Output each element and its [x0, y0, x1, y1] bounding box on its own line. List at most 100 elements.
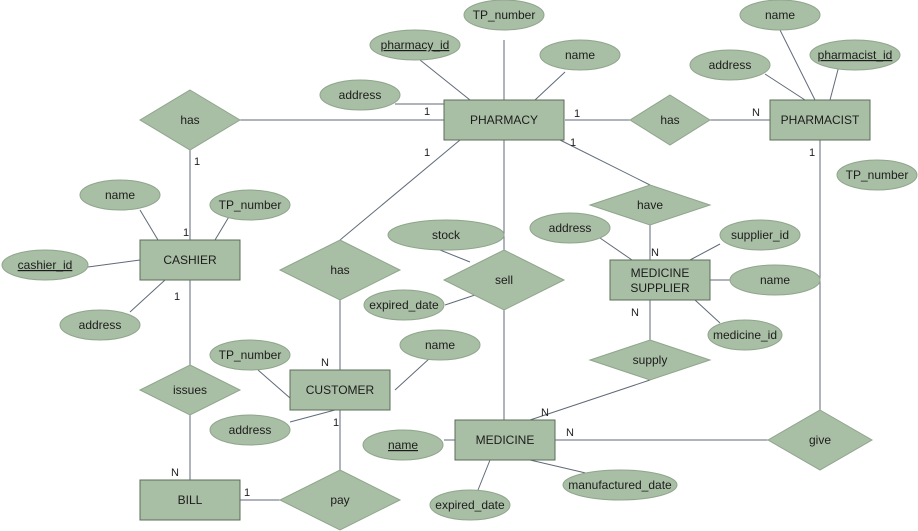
entity-cashier: CASHIER [139, 239, 241, 281]
svg-text:address: address [339, 88, 382, 102]
entity-bill: BILL [139, 479, 241, 521]
svg-text:1: 1 [424, 106, 430, 118]
svg-text:has: has [660, 113, 679, 127]
svg-text:supply: supply [633, 353, 668, 367]
svg-text:1: 1 [194, 156, 200, 168]
svg-text:address: address [229, 423, 272, 437]
svg-text:stock: stock [432, 228, 461, 242]
attribute-pharmacist-tp-number: TP_number [836, 159, 918, 191]
attribute-supplier-address: address [529, 212, 611, 244]
svg-text:TP_number: TP_number [219, 348, 282, 362]
svg-text:address: address [549, 221, 592, 235]
attribute-cashier-name: name [79, 179, 161, 211]
attribute-pharmacy-address: address [319, 79, 401, 111]
svg-text:supplier_id: supplier_id [731, 228, 789, 242]
svg-text:has: has [180, 113, 199, 127]
attribute-customer-address: address [209, 414, 291, 446]
svg-text:expired_date: expired_date [435, 498, 505, 512]
attribute-medicine-expired-date: expired_date [429, 489, 511, 521]
attribute-customer-name: name [399, 329, 481, 361]
attribute-supplier-id: supplier_id [719, 219, 801, 251]
svg-text:sell: sell [495, 273, 513, 287]
svg-text:N: N [321, 357, 329, 369]
attribute-pharmacy-id: pharmacy_id [369, 29, 461, 61]
svg-text:name: name [425, 338, 455, 352]
svg-text:BILL: BILL [178, 493, 203, 507]
svg-text:CUSTOMER: CUSTOMER [306, 383, 375, 397]
relationship-has-pharmacist: has [629, 94, 711, 146]
relationship-pay: pay [278, 469, 402, 531]
relationship-issues: issues [138, 364, 242, 416]
attribute-pharmacy-name: name [539, 39, 621, 71]
svg-text:name: name [388, 438, 418, 452]
attribute-cashier-address: address [59, 309, 141, 341]
entity-medicine: MEDICINE [454, 419, 556, 461]
entity-medicine-supplier: MEDICINE SUPPLIER [609, 259, 711, 301]
svg-text:1: 1 [183, 227, 189, 239]
svg-text:name: name [760, 273, 790, 287]
attribute-sell-stock: stock [387, 219, 505, 251]
svg-text:1: 1 [244, 487, 250, 499]
svg-text:address: address [709, 58, 752, 72]
attribute-pharmacist-id: pharmacist_id [809, 39, 901, 71]
relationship-supply: supply [588, 339, 712, 381]
svg-text:PHARMACY: PHARMACY [470, 113, 538, 127]
relationship-have: have [588, 184, 712, 226]
svg-text:cashier_id: cashier_id [18, 258, 73, 272]
relationship-sell: sell [442, 249, 566, 311]
entity-pharmacy: PHARMACY [443, 99, 565, 141]
svg-text:1: 1 [574, 108, 580, 120]
attribute-medicine-manufactured-date: manufactured_date [562, 469, 678, 501]
svg-text:expired_date: expired_date [369, 298, 439, 312]
svg-text:1: 1 [333, 417, 339, 429]
relationship-has-cashier: has [139, 89, 241, 151]
svg-text:name: name [565, 48, 595, 62]
svg-text:PHARMACIST: PHARMACIST [781, 113, 860, 127]
relationship-give: give [766, 409, 874, 471]
cardinality-labels: 1 1 1 1 N 1 1 1 N N 1 N 1 N 1 N N [171, 106, 815, 499]
svg-text:N: N [171, 467, 179, 479]
svg-text:N: N [631, 307, 639, 319]
svg-text:MEDICINE: MEDICINE [631, 266, 690, 280]
svg-text:TP_number: TP_number [846, 168, 909, 182]
svg-text:1: 1 [174, 291, 180, 303]
attribute-sell-expired-date: expired_date [363, 289, 445, 321]
svg-text:have: have [637, 198, 663, 212]
svg-text:N: N [752, 107, 760, 119]
attribute-supplier-name: name [729, 264, 821, 296]
svg-text:has: has [330, 263, 349, 277]
attribute-pharmacist-name: name [739, 0, 821, 31]
svg-text:name: name [765, 8, 795, 22]
attribute-customer-tp-number: TP_number [209, 339, 291, 371]
relationship-has-customer: has [278, 239, 402, 301]
svg-text:CASHIER: CASHIER [163, 253, 217, 267]
svg-text:medicine_id: medicine_id [713, 328, 777, 342]
entity-pharmacist: PHARMACIST [769, 99, 871, 141]
svg-text:MEDICINE: MEDICINE [476, 433, 535, 447]
svg-text:1: 1 [809, 147, 815, 159]
svg-text:manufactured_date: manufactured_date [568, 478, 672, 492]
svg-text:pharmacy_id: pharmacy_id [381, 38, 450, 52]
svg-text:name: name [105, 188, 135, 202]
svg-text:N: N [541, 407, 549, 419]
connector-lines [87, 29, 841, 501]
svg-text:pay: pay [330, 493, 349, 507]
svg-text:address: address [79, 318, 122, 332]
svg-text:give: give [809, 433, 831, 447]
attribute-cashier-id: cashier_id [1, 249, 89, 281]
attribute-pharmacy-tp-number: TP_number [463, 0, 545, 31]
svg-text:TP_number: TP_number [473, 8, 536, 22]
svg-text:SUPPLIER: SUPPLIER [630, 281, 690, 295]
attribute-supplier-medicine-id: medicine_id [707, 319, 783, 351]
attribute-medicine-name: name [362, 429, 444, 461]
attribute-cashier-tp-number: TP_number [209, 189, 291, 221]
svg-text:pharmacist_id: pharmacist_id [818, 48, 893, 62]
svg-text:N: N [566, 427, 574, 439]
attribute-pharmacist-address: address [689, 49, 771, 81]
svg-text:1: 1 [570, 137, 576, 149]
svg-text:N: N [651, 247, 659, 259]
svg-text:1: 1 [424, 147, 430, 159]
svg-text:TP_number: TP_number [219, 198, 282, 212]
